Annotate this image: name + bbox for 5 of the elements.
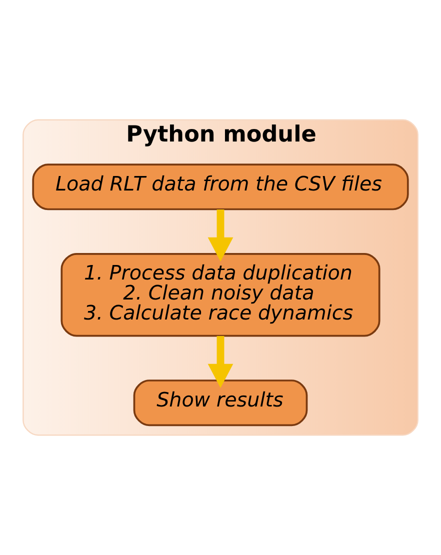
node-box: Load RLT data from the CSV files: [32, 164, 409, 210]
node-box: 1. Process data duplication 2. Clean noisy data 3. Calculate race dynamics: [60, 252, 380, 337]
arrow: [208, 336, 234, 388]
arrow: [208, 210, 234, 262]
node-box: Show results: [133, 380, 308, 426]
